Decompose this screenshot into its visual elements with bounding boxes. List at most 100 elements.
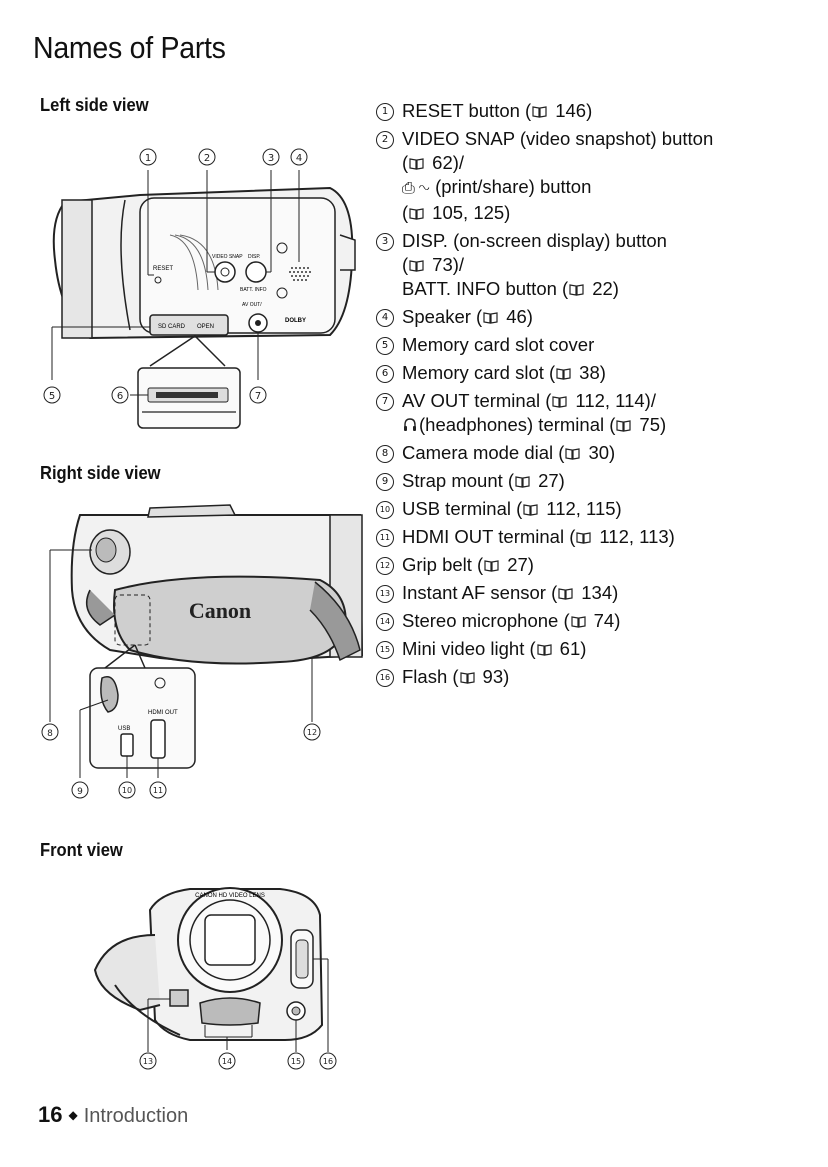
callout-8 [41, 723, 59, 741]
callout-14-number: 14 [222, 1057, 232, 1066]
item-number-badge: 4 [376, 309, 394, 327]
item-line: Instant AF sensor (134) [402, 581, 816, 605]
callout-16 [319, 1052, 337, 1070]
callout-11 [149, 781, 167, 799]
book-reference-icon [483, 312, 498, 324]
parts-list-item: 6 Memory card slot (38) [376, 361, 816, 385]
item-line: Grip belt (27) [402, 553, 816, 577]
item-number-badge: 3 [376, 233, 394, 251]
item-text: VIDEO SNAP (video snapshot) button [402, 128, 714, 149]
item-number-badge: 14 [376, 613, 394, 631]
item-number-badge: 5 [376, 337, 394, 355]
item-text: BATT. INFO button ( [402, 278, 569, 299]
book-reference-icon [565, 448, 581, 460]
page-reference: 74) [593, 610, 621, 631]
callout-2 [198, 148, 216, 166]
headphones-icon [402, 415, 418, 431]
item-text: HDMI OUT terminal ( [402, 526, 576, 547]
page-reference: 146) [555, 100, 593, 121]
item-text: Mini video light ( [402, 638, 536, 659]
front-view-heading: Front view [40, 840, 123, 860]
item-line: Memory card slot (38) [402, 361, 816, 385]
book-reference-icon [558, 588, 573, 600]
book-reference-icon [556, 368, 571, 380]
item-text: (print/share) button [435, 176, 592, 197]
item-number-badge: 9 [376, 473, 394, 491]
callout-5-number: 5 [49, 391, 55, 402]
item-line: Flash (93) [402, 665, 816, 689]
page-reference: 22) [592, 278, 619, 299]
book-reference-icon [537, 644, 552, 656]
book-reference-icon [409, 260, 424, 272]
callout-14 [218, 1052, 236, 1070]
disp-label: DISP. [248, 254, 260, 260]
book-reference-icon [616, 420, 632, 432]
page-reference: 46) [506, 306, 533, 327]
page-reference: 30) [588, 442, 616, 463]
item-text: (headphones) terminal ( [419, 414, 616, 435]
right-side-view-figure: Canon HDMI OUT USB 8 9 10 11 [30, 500, 370, 810]
parts-list-item: 9 Strap mount (27) [376, 469, 816, 493]
av-out-label: AV OUT/ [242, 302, 262, 308]
book-reference-icon [576, 532, 591, 544]
item-line: DISP. (on-screen display) button [402, 229, 816, 253]
item-line: Strap mount (27) [402, 469, 816, 493]
open-label: OPEN [197, 324, 214, 330]
callout-8-number: 8 [47, 729, 53, 739]
page-reference: 75) [639, 414, 667, 435]
callout-13-number: 13 [143, 1057, 153, 1066]
item-line: (105, 125) [402, 201, 816, 225]
right-side-view-heading: Right side view [40, 463, 161, 483]
usb-label: USB [118, 726, 130, 732]
item-line: VIDEO SNAP (video snapshot) button [402, 127, 816, 151]
usb-terminal-drawing [120, 733, 134, 757]
hdmi-out-label: HDMI OUT [148, 710, 178, 716]
parts-list-item: 3 DISP. (on-screen display) button(73)/BA… [376, 229, 816, 301]
book-reference-icon [571, 616, 586, 628]
book-reference-icon [515, 476, 530, 488]
callout-1 [139, 148, 157, 166]
item-text: ( [402, 202, 409, 223]
item-number-badge: 1 [376, 103, 394, 121]
callout-9-number: 9 [77, 787, 83, 797]
sd-card-label: SD CARD [158, 324, 186, 330]
callout-10-number: 10 [122, 786, 132, 795]
item-text: ( [402, 254, 409, 275]
item-line: (73)/ [402, 253, 816, 277]
item-line: BATT. INFO button ( 22) [402, 277, 816, 301]
item-line: Memory card slot cover [402, 333, 816, 357]
callout-12-number: 12 [307, 728, 317, 737]
item-text: DISP. (on-screen display) button [402, 230, 667, 251]
callout-11-number: 11 [153, 786, 163, 795]
callout-15 [287, 1052, 305, 1070]
callout-16-number: 16 [323, 1057, 333, 1066]
item-text: Stereo microphone ( [402, 610, 570, 631]
page-reference: 112, 115) [546, 498, 622, 519]
item-line: AV OUT terminal (112, 114)/ [402, 389, 816, 413]
callout-9 [71, 781, 89, 799]
item-line: ⎙ ∿(print/share) button [402, 175, 816, 201]
callout-4 [290, 148, 308, 166]
item-line: Camera mode dial (30) [402, 441, 816, 465]
strap-mount-drawing [100, 676, 119, 713]
callout-3 [262, 148, 280, 166]
item-text: Strap mount ( [402, 470, 515, 491]
page-reference: 134) [581, 582, 619, 603]
item-line: (62)/ [402, 151, 816, 175]
item-line: USB terminal (112, 115) [402, 497, 816, 521]
book-reference-icon [532, 106, 547, 118]
callout-13 [139, 1052, 157, 1070]
callout-3-number: 3 [268, 153, 274, 164]
memory-card-slot-cover-drawing [149, 314, 229, 336]
item-number-badge: 6 [376, 365, 394, 383]
page-reference: 27) [507, 554, 534, 575]
callout-7-number: 7 [255, 391, 261, 402]
item-text: ( [402, 152, 409, 173]
footer-diamond-icon: ◆ [68, 1108, 78, 1122]
item-number-badge: 8 [376, 445, 394, 463]
